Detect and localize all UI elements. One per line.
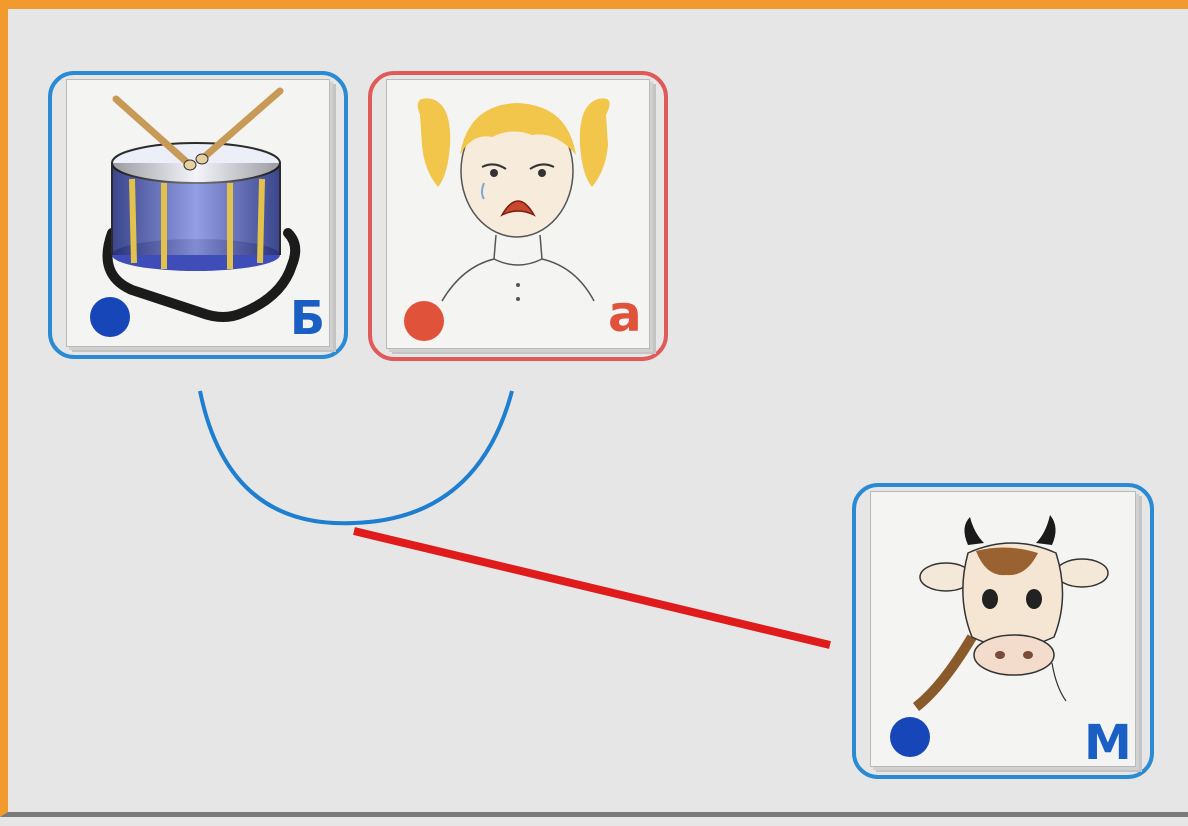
card-drum[interactable]: Б [48, 71, 348, 359]
card-girl[interactable]: а [368, 71, 668, 361]
card-letter: Б [290, 295, 325, 341]
vowel-consonant-dot [90, 297, 130, 337]
vowel-consonant-dot [890, 717, 930, 757]
link-line [354, 531, 830, 645]
vowel-consonant-dot [404, 301, 444, 341]
card-cow[interactable]: М [852, 483, 1154, 779]
syllable-arc [200, 391, 512, 523]
card-letter: М [1084, 719, 1132, 767]
card-letter: а [608, 289, 642, 339]
